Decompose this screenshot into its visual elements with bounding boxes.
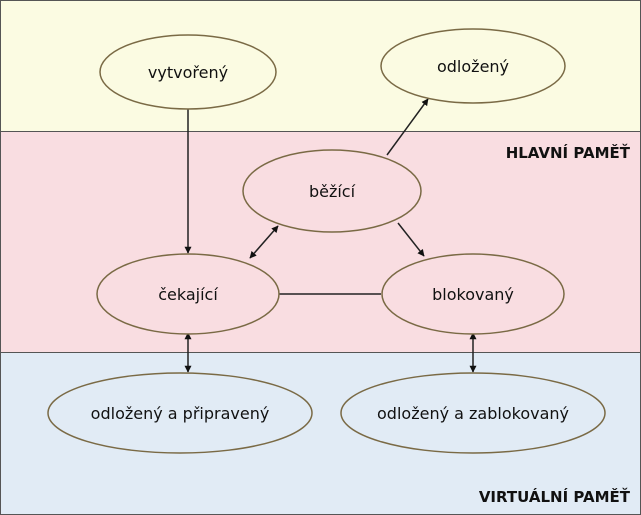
node-created-label: vytvořený <box>148 63 228 82</box>
node-blocked: blokovaný <box>381 253 565 335</box>
node-suspended-blocked: odložený a zablokovaný <box>340 372 606 454</box>
node-suspended-ready: odložený a připravený <box>47 372 313 454</box>
edge-running-to-blocked <box>397 222 425 257</box>
node-waiting: čekající <box>96 253 280 335</box>
node-suspended-label: odložený <box>437 57 509 76</box>
node-running: běžící <box>242 149 422 233</box>
main-memory-label: HLAVNÍ PAMĚŤ <box>506 143 631 162</box>
node-waiting-label: čekající <box>158 285 218 304</box>
node-suspended-ready-label: odložený a připravený <box>91 404 270 423</box>
edge-running-to-suspended <box>386 98 429 156</box>
node-suspended: odložený <box>380 28 566 104</box>
node-created: vytvořený <box>99 34 277 110</box>
node-suspended-blocked-label: odložený a zablokovaný <box>377 404 569 423</box>
edge-running-waiting <box>249 225 279 259</box>
node-running-label: běžící <box>309 182 356 201</box>
node-blocked-label: blokovaný <box>432 285 514 304</box>
virtual-memory-label: VIRTUÁLNÍ PAMĚŤ <box>479 487 631 506</box>
